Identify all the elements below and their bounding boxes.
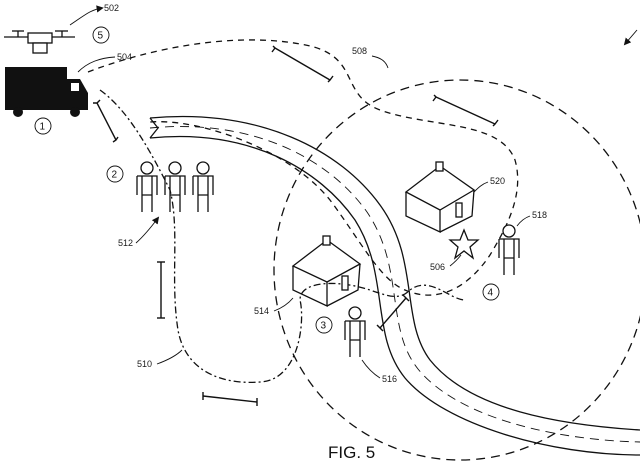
house-left [291,235,362,308]
step-marker-3: 3 [321,321,327,332]
label-504: 504 [117,52,132,62]
step-marker-2-circle [106,165,124,183]
label-502: 502 [104,3,119,13]
step-marker-4-circle [482,283,500,301]
figure-caption: FIG. 5 [328,443,375,462]
people-group [136,161,214,212]
direction-arrows [93,45,499,406]
range-circle-508 [273,79,640,461]
label-520: 520 [490,176,505,186]
star-marker [448,228,480,260]
drone [4,5,104,54]
person-lower [344,306,366,357]
step-marker-5-circle [92,26,110,44]
person-right [498,224,520,275]
house-right [404,161,476,234]
step-marker-2: 2 [112,170,118,181]
label-510: 510 [137,359,152,369]
corner-arrow [623,29,638,46]
step-marker-1: 1 [40,122,46,133]
label-514: 514 [254,306,269,316]
label-518: 518 [532,210,547,220]
label-516: 516 [382,374,397,384]
step-marker-4: 4 [488,288,494,299]
label-512: 512 [118,238,133,248]
step-marker-1-circle [34,117,52,135]
delivery-zone-boundary [87,39,519,296]
label-506: 506 [430,262,445,272]
delivery-truck [5,56,116,117]
step-marker-3-circle [315,316,333,334]
road [149,115,640,456]
step-marker-5: 5 [98,31,104,42]
label-508: 508 [352,46,367,56]
